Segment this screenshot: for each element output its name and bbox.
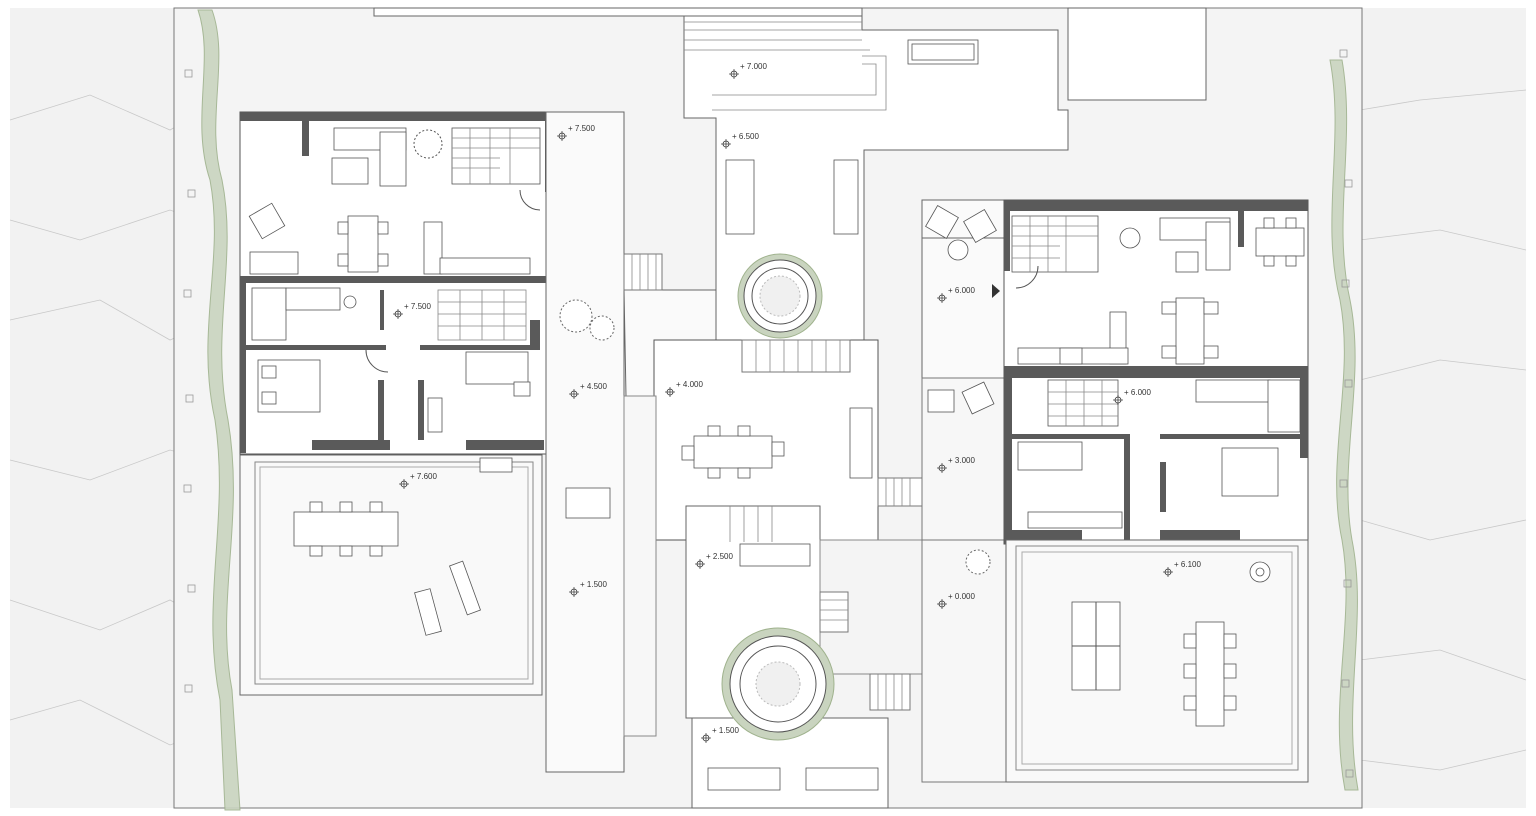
level-label: + 2.500 bbox=[706, 552, 733, 561]
level-label: + 6.500 bbox=[732, 132, 759, 141]
level-label: + 7.500 bbox=[404, 302, 431, 311]
level-marker: + 7.000 bbox=[729, 62, 767, 79]
level-label: + 4.000 bbox=[676, 380, 703, 389]
level-label: + 7.000 bbox=[740, 62, 767, 71]
vegetation-markers bbox=[183, 49, 1354, 778]
level-marker: + 7.500 bbox=[557, 124, 595, 141]
level-marker: + 1.500 bbox=[701, 726, 739, 743]
circular-planter-bottom bbox=[721, 627, 835, 741]
level-label: + 6.100 bbox=[1174, 560, 1201, 569]
level-marker: + 6.500 bbox=[721, 132, 759, 149]
level-label: + 1.500 bbox=[712, 726, 739, 735]
top-building-right bbox=[1067, 7, 1207, 101]
shrubs bbox=[559, 299, 991, 575]
level-label: + 6.000 bbox=[948, 286, 975, 295]
vegetation-strip-left bbox=[197, 9, 241, 811]
level-marker: + 3.000 bbox=[937, 456, 975, 473]
house-left-furniture bbox=[248, 127, 558, 433]
level-marker: + 7.600 bbox=[399, 472, 437, 489]
circular-planter-top bbox=[737, 253, 823, 339]
upper-steps bbox=[684, 21, 887, 111]
level-marker: + 7.500 bbox=[393, 302, 431, 319]
level-marker: + 2.500 bbox=[695, 552, 733, 569]
house-right-furniture bbox=[925, 205, 1305, 529]
level-label: + 7.500 bbox=[568, 124, 595, 133]
level-marker: + 0.000 bbox=[937, 592, 975, 609]
central-paths bbox=[545, 111, 925, 809]
level-label: + 3.000 bbox=[948, 456, 975, 465]
level-label: + 7.600 bbox=[410, 472, 437, 481]
patio-left bbox=[239, 454, 543, 696]
top-building-left bbox=[373, 7, 863, 17]
level-marker: + 6.000 bbox=[1113, 388, 1151, 405]
level-label: + 0.000 bbox=[948, 592, 975, 601]
level-label: + 1.500 bbox=[580, 580, 607, 589]
stair-treads bbox=[631, 254, 911, 710]
level-label: + 4.500 bbox=[580, 382, 607, 391]
patio-right bbox=[1005, 539, 1309, 783]
level-marker: + 6.100 bbox=[1163, 560, 1201, 577]
contour-lines bbox=[9, 89, 1527, 771]
vegetation-strip-right bbox=[1329, 59, 1359, 791]
level-marker: + 4.000 bbox=[665, 380, 703, 397]
level-marker: + 1.500 bbox=[569, 580, 607, 597]
central-furniture bbox=[565, 159, 879, 791]
level-label: + 6.000 bbox=[1124, 388, 1151, 397]
level-markers: + 7.000 + 6.500 + 7.500 + 7.500 + 4.500 + 4.0… bbox=[393, 62, 1201, 743]
level-marker: + 4.500 bbox=[569, 382, 607, 399]
level-marker: + 6.000 bbox=[937, 286, 975, 303]
